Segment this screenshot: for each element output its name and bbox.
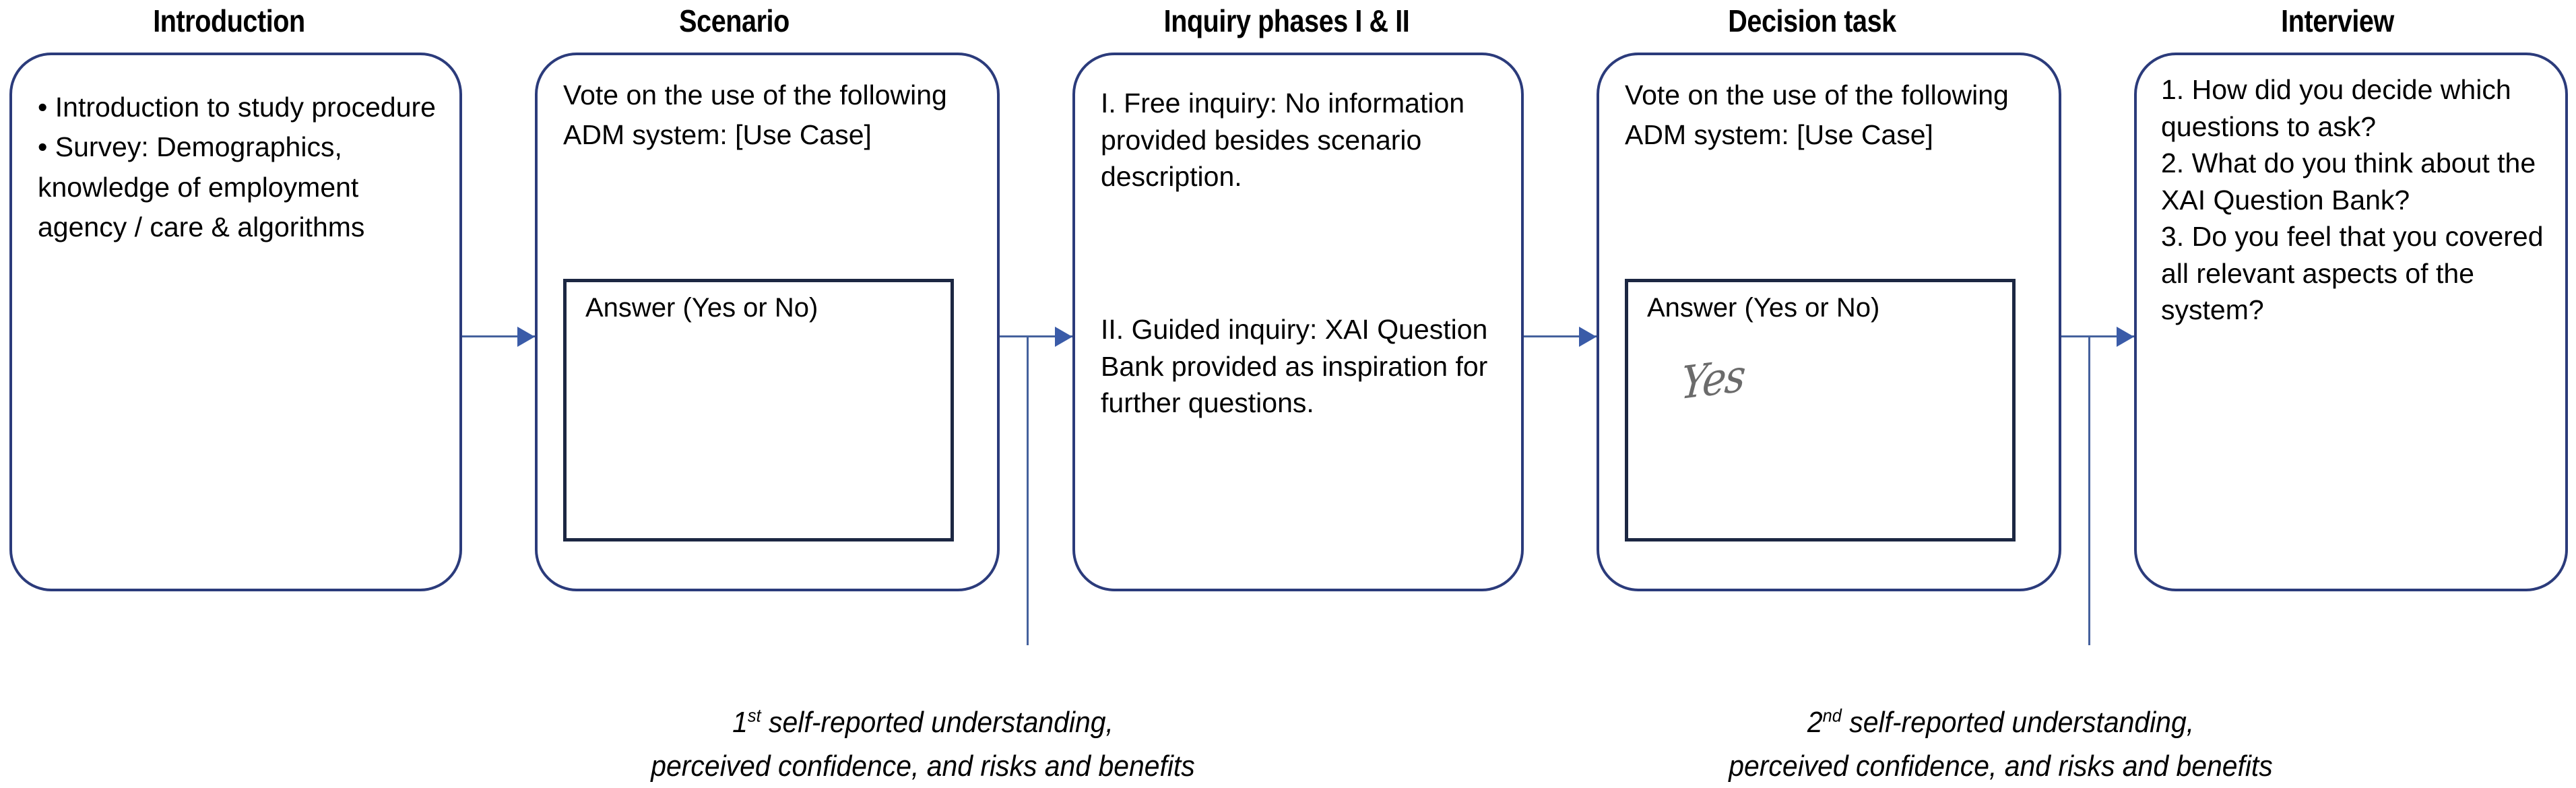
caption-second-ordinal-suffix: nd bbox=[1822, 704, 1842, 726]
scenario-answer-label: Answer (Yes or No) bbox=[585, 293, 818, 323]
connector-line-inquiry-to-decision bbox=[1524, 335, 1599, 337]
stage-box-introduction[interactable]: • Introduction to study procedure • Surv… bbox=[9, 53, 462, 591]
decision-task-answer-field[interactable]: Answer (Yes or No) Yes bbox=[1625, 279, 2016, 541]
header-scenario: Scenario bbox=[679, 3, 790, 38]
caption-second-measure: 2nd self-reported understanding, perceiv… bbox=[1512, 657, 2490, 788]
introduction-body-text: • Introduction to study procedure • Surv… bbox=[38, 92, 436, 243]
arrow-head-scenario-to-inquiry bbox=[1055, 327, 1072, 347]
inquiry-phase-one-text: I. Free inquiry: No information provided… bbox=[1101, 88, 1465, 193]
stage-box-decision-task[interactable]: Vote on the use of the following ADM sys… bbox=[1597, 53, 2061, 591]
header-introduction: Introduction bbox=[153, 3, 305, 38]
decision-task-body-text: Vote on the use of the following ADM sys… bbox=[1625, 79, 2009, 151]
header-interview: Interview bbox=[2281, 3, 2394, 38]
scenario-answer-field[interactable]: Answer (Yes or No) bbox=[563, 279, 954, 541]
connector-line-decision-to-interview bbox=[2061, 335, 2137, 337]
measure-dropline-second bbox=[2088, 335, 2090, 645]
stage-box-inquiry-phases[interactable]: I. Free inquiry: No information provided… bbox=[1072, 53, 1524, 591]
decision-task-answer-label: Answer (Yes or No) bbox=[1647, 293, 1880, 323]
connector-line-intro-to-scenario bbox=[462, 335, 535, 337]
caption-second-ordinal-number: 2 bbox=[1807, 706, 1823, 740]
decision-task-answer-value: Yes bbox=[1678, 350, 1747, 410]
header-decision-task: Decision task bbox=[1728, 3, 1896, 38]
caption-first-measure: 1st self-reported understanding, perceiv… bbox=[453, 657, 1393, 788]
arrow-head-intro-to-scenario bbox=[517, 327, 535, 347]
caption-first-ordinal-suffix: st bbox=[747, 704, 761, 726]
stage-box-interview[interactable]: 1. How did you decide which questions to… bbox=[2134, 53, 2568, 591]
measure-dropline-first bbox=[1027, 335, 1029, 645]
interview-body-text: 1. How did you decide which questions to… bbox=[2161, 74, 2544, 326]
arrow-head-inquiry-to-decision bbox=[1579, 327, 1597, 347]
inquiry-phase-two-text: II. Guided inquiry: XAI Question Bank pr… bbox=[1101, 314, 1488, 419]
connector-line-scenario-to-inquiry bbox=[1000, 335, 1075, 337]
header-inquiry-phases: Inquiry phases I & II bbox=[1163, 3, 1410, 38]
stage-box-scenario[interactable]: Vote on the use of the following ADM sys… bbox=[535, 53, 1000, 591]
arrow-head-decision-to-interview bbox=[2117, 327, 2134, 347]
caption-second-text: self-reported understanding, perceived c… bbox=[1729, 706, 2273, 783]
scenario-body-text: Vote on the use of the following ADM sys… bbox=[563, 79, 947, 151]
caption-first-ordinal-number: 1 bbox=[732, 706, 748, 740]
